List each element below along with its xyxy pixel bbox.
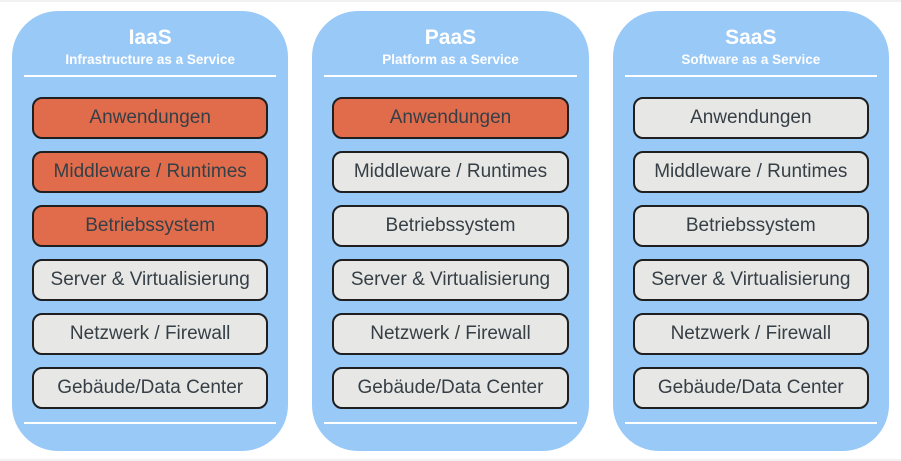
layer-gebaeude-data-center: Gebäude/Data Center: [332, 367, 569, 410]
card-title: IaaS: [128, 26, 172, 49]
layer-stack: Anwendungen Middleware / Runtimes Betrie…: [332, 97, 569, 410]
card-subtitle: Infrastructure as a Service: [65, 52, 235, 68]
card-subtitle: Software as a Service: [681, 52, 821, 68]
layer-server-virtualisierung: Server & Virtualisierung: [32, 259, 269, 302]
divider-line: [624, 422, 877, 425]
card-title: PaaS: [424, 26, 477, 49]
service-card-saas: SaaS Software as a Service Anwendungen M…: [612, 11, 889, 451]
divider-line: [24, 422, 277, 425]
layer-netzwerk-firewall: Netzwerk / Firewall: [32, 313, 269, 356]
service-card-iaas: IaaS Infrastructure as a Service Anwendu…: [12, 11, 289, 451]
layer-betriebssystem: Betriebssystem: [32, 205, 269, 248]
layer-gebaeude-data-center: Gebäude/Data Center: [32, 367, 269, 410]
layer-stack: Anwendungen Middleware / Runtimes Betrie…: [32, 97, 269, 410]
layer-server-virtualisierung: Server & Virtualisierung: [632, 259, 869, 302]
layer-middleware-runtimes: Middleware / Runtimes: [332, 151, 569, 194]
layer-betriebssystem: Betriebssystem: [632, 205, 869, 248]
layer-anwendungen: Anwendungen: [32, 97, 269, 140]
layer-middleware-runtimes: Middleware / Runtimes: [632, 151, 869, 194]
layer-anwendungen: Anwendungen: [332, 97, 569, 140]
layer-betriebssystem: Betriebssystem: [332, 205, 569, 248]
layer-middleware-runtimes: Middleware / Runtimes: [32, 151, 269, 194]
card-subtitle: Platform as a Service: [382, 52, 519, 68]
layer-gebaeude-data-center: Gebäude/Data Center: [632, 367, 869, 410]
service-card-paas: PaaS Platform as a Service Anwendungen M…: [312, 11, 589, 451]
divider-line: [324, 422, 577, 425]
card-title: SaaS: [725, 26, 777, 49]
divider-line: [24, 75, 277, 78]
layer-netzwerk-firewall: Netzwerk / Firewall: [332, 313, 569, 356]
layer-server-virtualisierung: Server & Virtualisierung: [332, 259, 569, 302]
divider-line: [624, 75, 877, 78]
divider-line: [324, 75, 577, 78]
layer-anwendungen: Anwendungen: [632, 97, 869, 140]
layer-stack: Anwendungen Middleware / Runtimes Betrie…: [632, 97, 869, 410]
layer-netzwerk-firewall: Netzwerk / Firewall: [632, 313, 869, 356]
